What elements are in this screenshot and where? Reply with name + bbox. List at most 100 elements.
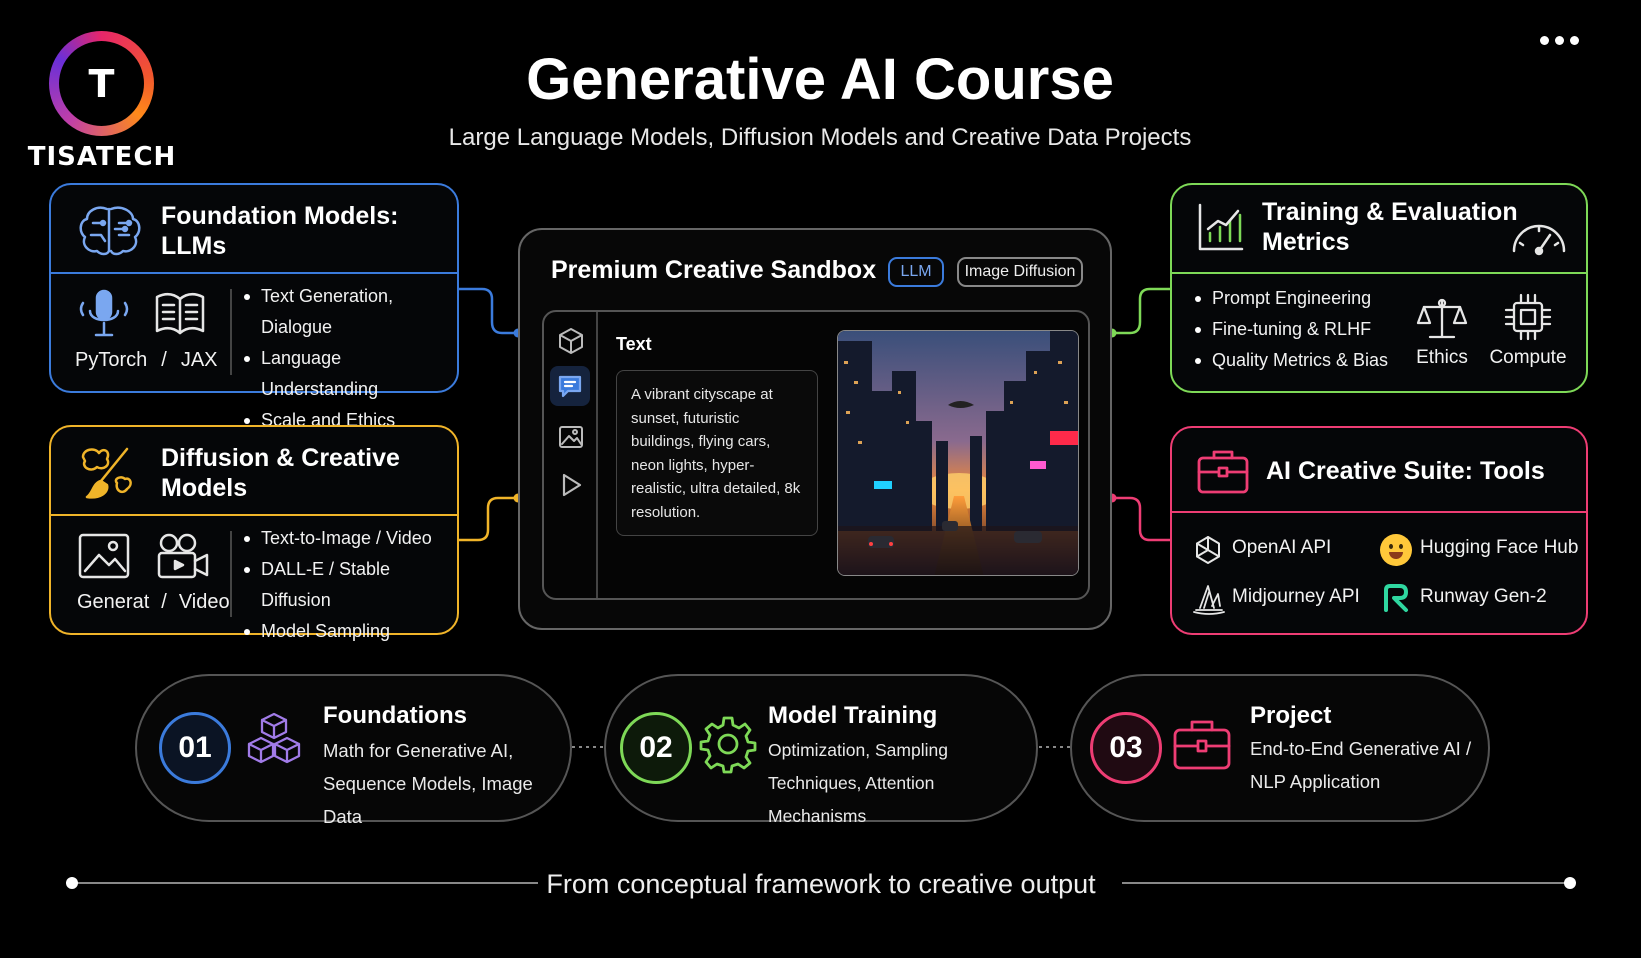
- bullet-item: DALL-E / Stable Diffusion: [241, 554, 459, 616]
- briefcase-icon: [1173, 720, 1231, 770]
- panel-divider: [1172, 511, 1586, 513]
- image-icon: [78, 533, 130, 579]
- midjourney-api-label: Midjourney API: [1232, 586, 1360, 607]
- gear-icon: [699, 716, 757, 774]
- training-title: Training & Evaluation Metrics: [1262, 197, 1522, 257]
- creative-suite-tools-panel: AI Creative Suite: Tools OpenAI API Hugg…: [1170, 426, 1588, 635]
- training-bullets: Prompt Engineering Fine-tuning & RLHF Qu…: [1192, 283, 1402, 376]
- jax-label: JAX: [180, 349, 218, 371]
- cube-icon[interactable]: [556, 326, 586, 356]
- separator: /: [161, 349, 167, 371]
- cityscape-illustration: [838, 331, 1078, 575]
- chip-icon: [1504, 293, 1552, 341]
- bullet-item: Prompt Engineering: [1192, 283, 1402, 314]
- vertical-divider: [230, 289, 232, 375]
- step-line1: End-to-End Generative AI /: [1250, 738, 1472, 759]
- compute-label: Compute: [1489, 347, 1567, 368]
- more-dots-icon[interactable]: [1540, 30, 1586, 50]
- step-title: Foundations: [323, 702, 467, 729]
- openai-api-label: OpenAI API: [1232, 537, 1332, 558]
- runway-icon: [1384, 584, 1408, 612]
- brand-name: TISATECH: [27, 142, 177, 172]
- page-subtitle: Large Language Models, Diffusion Models …: [448, 124, 1192, 151]
- diffusion-title-line2: Models: [161, 474, 248, 502]
- step-title: Model Training: [768, 702, 938, 729]
- training-title-line2: Metrics: [1262, 228, 1350, 256]
- vertical-divider: [230, 531, 232, 617]
- step-number: 01: [159, 712, 231, 784]
- microphone-icon: [79, 289, 129, 337]
- pytorch-label: PyTorch: [75, 349, 148, 371]
- diffusion-models-panel: Diffusion & Creative Models Generat / Vi…: [49, 425, 459, 641]
- prompt-textarea[interactable]: A vibrant cityscape at sunset, futuristi…: [616, 370, 818, 536]
- bullet-item: Model Sampling: [241, 616, 459, 647]
- gauge-icon: [1512, 224, 1566, 256]
- step-title: Project: [1250, 702, 1332, 729]
- hugging-face-hub-label: Hugging Face Hub: [1420, 537, 1579, 558]
- bar-chart-icon: [1198, 203, 1244, 251]
- step-project: 03 Project End-to-End Generative AI / NL…: [1070, 674, 1490, 822]
- step-description: Math for Generative AI, Sequence Models,…: [323, 734, 568, 833]
- llm-chip[interactable]: LLM: [888, 257, 944, 287]
- scales-icon: [1416, 298, 1468, 339]
- foundation-bullets: Text Generation, Dialogue Language Under…: [241, 281, 456, 436]
- training-title-line1: Training & Evaluation: [1262, 198, 1518, 226]
- separator: /: [161, 591, 167, 613]
- sandbox-workspace: Text A vibrant cityscape at sunset, futu…: [542, 310, 1090, 600]
- foundation-title-line1: Foundation Models:: [161, 202, 399, 230]
- video-label: Video: [178, 591, 230, 613]
- chat-tab[interactable]: [550, 366, 590, 406]
- step-number: 02: [620, 712, 692, 784]
- step-line1: Optimization, Sampling: [768, 740, 948, 760]
- runway-gen2-label: Runway Gen-2: [1420, 586, 1547, 607]
- diffusion-title: Diffusion & Creative Models: [161, 443, 451, 503]
- book-icon: [155, 293, 205, 335]
- training-evaluation-panel: Training & Evaluation Metrics Prompt Eng…: [1170, 183, 1588, 393]
- play-icon[interactable]: [556, 470, 586, 500]
- chat-bubble-icon: [558, 375, 582, 398]
- toolbar-divider: [596, 312, 598, 598]
- creative-sandbox-panel: Premium Creative Sandbox LLM Image Diffu…: [518, 228, 1112, 630]
- step-number: 03: [1090, 712, 1162, 784]
- step-line1: Math for Generative AI,: [323, 740, 514, 761]
- panel-divider: [51, 272, 457, 274]
- foundation-title: Foundation Models: LLMs: [161, 201, 451, 261]
- brain-circuit-icon: [79, 206, 141, 256]
- paint-brush-icon: [81, 447, 132, 499]
- text-label: Text: [616, 334, 652, 354]
- footer-tagline: From conceptual framework to creative ou…: [546, 869, 1096, 899]
- panel-divider: [1172, 272, 1586, 274]
- step-line2: NLP Application: [1250, 771, 1381, 792]
- bullet-item: Text Generation, Dialogue: [241, 281, 456, 343]
- bullet-item: Quality Metrics & Bias: [1192, 345, 1402, 376]
- hugging-face-icon: [1380, 534, 1412, 566]
- step-model-training: 02 Model Training Optimization, Sampling…: [604, 674, 1038, 826]
- diffusion-title-line1: Diffusion & Creative: [161, 444, 400, 472]
- step-line2: Techniques, Attention Mechanisms: [768, 773, 935, 826]
- bullet-item: Fine-tuning & RLHF: [1192, 314, 1402, 345]
- step-line2: Sequence Models, Image Data: [323, 773, 533, 827]
- step-description: Optimization, Sampling Techniques, Atten…: [768, 734, 1030, 833]
- foundation-title-line2: LLMs: [161, 232, 227, 260]
- media-labels: Generat / Video: [77, 591, 237, 614]
- logo-letter: T: [59, 41, 144, 126]
- panel-divider: [51, 514, 457, 516]
- diffusion-bullets: Text-to-Image / Video DALL-E / Stable Di…: [241, 523, 459, 647]
- ethics-label: Ethics: [1416, 347, 1468, 368]
- video-camera-icon: [157, 533, 209, 579]
- midjourney-icon: [1193, 585, 1225, 615]
- blocks-icon: [247, 712, 301, 764]
- image-diffusion-chip[interactable]: Image Diffusion: [957, 257, 1083, 287]
- toolbox-icon: [1197, 450, 1249, 494]
- framework-labels: PyTorch / JAX: [75, 349, 235, 372]
- openai-icon: [1196, 536, 1220, 564]
- step-description: End-to-End Generative AI / NLP Applicati…: [1250, 732, 1482, 798]
- brand-logo: T: [49, 31, 154, 136]
- bullet-item: Language Understanding: [241, 343, 456, 405]
- page-title: Generative AI Course: [526, 47, 1114, 112]
- bullet-item: Text-to-Image / Video: [241, 523, 459, 554]
- image-tab-icon[interactable]: [556, 422, 586, 452]
- sandbox-title: Premium Creative Sandbox: [551, 256, 877, 284]
- foundation-models-panel: Foundation Models: LLMs PyTorch / JAX: [49, 183, 459, 430]
